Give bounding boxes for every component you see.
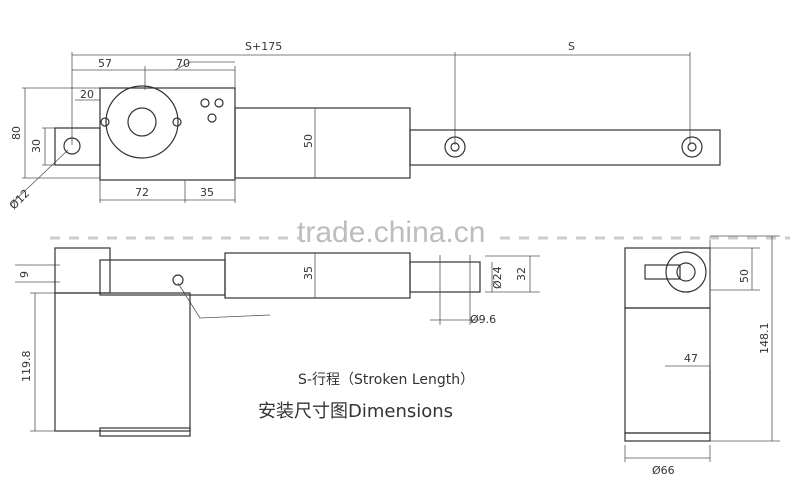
dim-66: Ø66 <box>652 464 675 477</box>
dim-70: 70 <box>176 57 190 70</box>
front-view <box>15 247 540 437</box>
dim-148-1: 148.1 <box>758 323 771 355</box>
dim-total-length: S+175 <box>245 40 282 53</box>
dim-72: 72 <box>135 186 149 199</box>
top-view <box>9 52 721 206</box>
dim-35-mid: 35 <box>302 266 315 280</box>
dim-50-top: 50 <box>302 134 315 148</box>
dim-119-8: 119.8 <box>20 351 33 383</box>
dim-stroke: S <box>568 40 575 53</box>
stroke-length-caption: S-行程（Stroken Length） <box>298 372 474 388</box>
dim-47: 47 <box>684 352 698 365</box>
dim-32: 32 <box>515 267 528 281</box>
dim-12: Ø12 <box>7 187 32 212</box>
dim-9: 9 <box>18 271 31 278</box>
dim-57: 57 <box>98 57 112 70</box>
dimensions-title: 安装尺寸图Dimensions <box>258 401 453 422</box>
dim-9-6: Ø9.6 <box>470 313 496 326</box>
dim-50-side: 50 <box>738 269 751 283</box>
dim-35: 35 <box>200 186 214 199</box>
dim-30: 30 <box>30 139 43 153</box>
dim-20: 20 <box>80 88 94 101</box>
dim-80: 80 <box>10 126 23 140</box>
watermark: trade.china.cn <box>297 216 485 249</box>
dim-24: Ø24 <box>491 266 504 289</box>
side-view <box>624 235 780 462</box>
